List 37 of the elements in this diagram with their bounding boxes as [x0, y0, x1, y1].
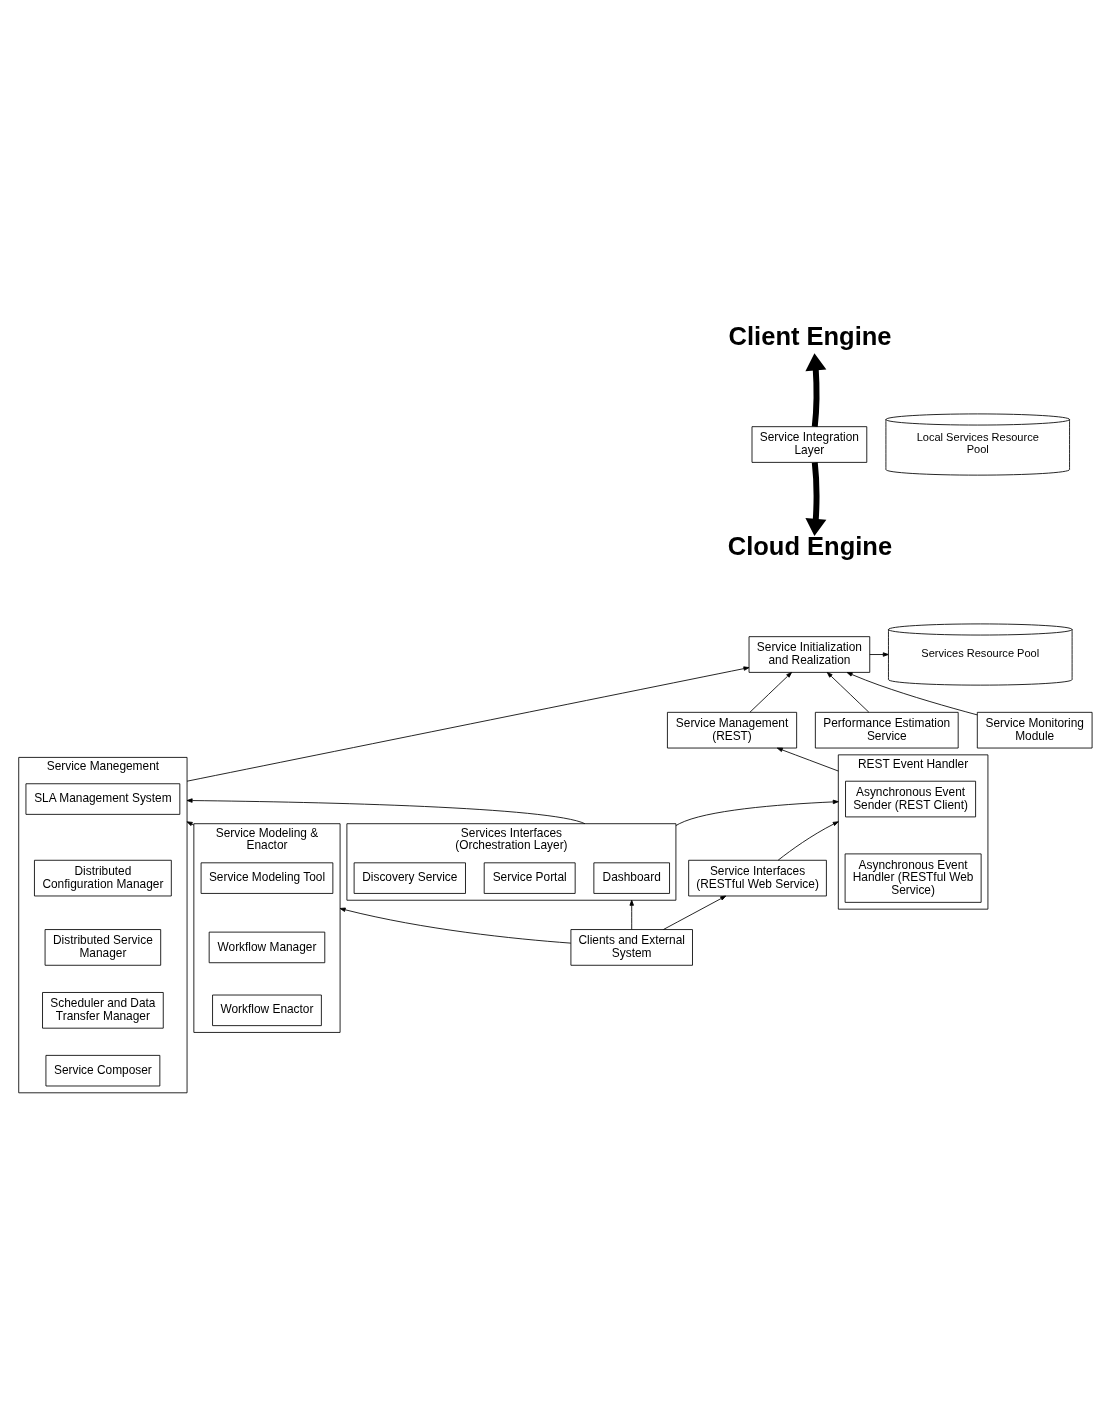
arrow [869, 652, 889, 657]
node-box: Clients and External System [570, 929, 693, 966]
node-box: Asynchronous Event Sender (REST Client) [845, 780, 977, 818]
arrow [675, 799, 839, 826]
arrow [826, 672, 870, 713]
node-box: Workflow Manager [208, 931, 326, 964]
node-box: Distributed Configuration Manager [34, 859, 172, 897]
node-box: Service Modeling Tool [200, 862, 334, 894]
arrow [776, 747, 839, 772]
arrow [749, 672, 792, 713]
arrow [805, 353, 827, 427]
node-box: Distributed Service Manager [44, 929, 162, 966]
node-box: Service Monitoring Module [976, 711, 1093, 749]
node-text: Client Engine [728, 322, 892, 351]
node-box: Service Integration Layer [751, 426, 868, 463]
node-box: Workflow Enactor [212, 994, 322, 1027]
node-box: Service Interfaces (RESTful Web Service) [688, 859, 827, 897]
node-box: Scheduler and Data Transfer Manager [42, 992, 164, 1029]
node-box: Asynchronous Event Handler (RESTful Web Service) [844, 853, 982, 903]
node-box: Performance Estimation Service [814, 711, 959, 749]
arrow [777, 821, 839, 861]
arrow [186, 666, 750, 782]
arrow [663, 895, 727, 930]
node-box: Service Initialization and Realization [748, 636, 871, 673]
arrow [186, 798, 586, 825]
node-box: Discovery Service [353, 862, 466, 894]
node-text: Cloud Engine [727, 532, 893, 561]
node-box: Service Portal [483, 862, 576, 894]
node-box: Service Composer [45, 1054, 161, 1087]
arrow [629, 899, 634, 930]
node-box: SLA Management System [25, 783, 181, 815]
arrow [805, 462, 827, 536]
node-box: Dashboard [593, 862, 670, 894]
arrow [846, 672, 978, 716]
arrow [339, 907, 572, 944]
node-box: Service Management (REST) [667, 711, 798, 749]
arrow [186, 821, 195, 827]
